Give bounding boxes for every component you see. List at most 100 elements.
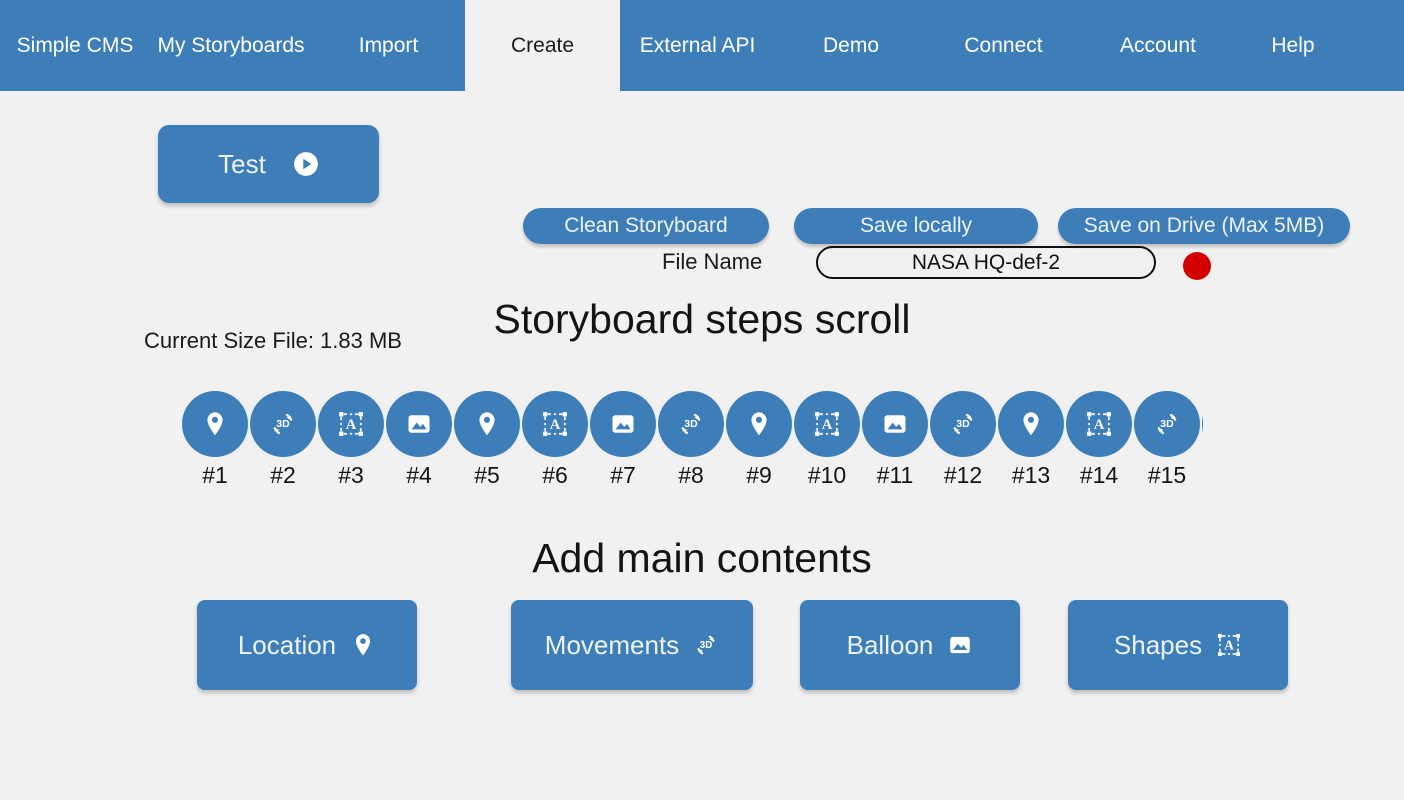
svg-text:A: A — [550, 417, 561, 433]
nav-item-connect[interactable]: Connect — [927, 0, 1080, 91]
shapes-frame-icon: A — [813, 410, 841, 438]
nav-filler — [1350, 0, 1404, 91]
test-button[interactable]: Test — [158, 125, 379, 203]
storyboard-step[interactable]: 3D#2 — [249, 391, 317, 489]
record-dot-indicator[interactable] — [1183, 252, 1211, 280]
nav-item-label: Create — [510, 33, 575, 57]
storyboard-step[interactable]: 3D #8 — [657, 391, 725, 489]
nav-item-demo[interactable]: Demo — [775, 0, 927, 91]
nav-item-label: Help — [1271, 33, 1315, 57]
nav-item-create[interactable]: Create — [465, 0, 620, 91]
image-icon — [609, 410, 637, 438]
nav-item-account[interactable]: Account — [1080, 0, 1236, 91]
step-circle[interactable] — [1202, 391, 1203, 457]
shapes-frame-icon: A — [1216, 632, 1242, 658]
current-size-file-text: Current Size File: 1.83 MB — [144, 328, 402, 353]
step-circle[interactable]: 3D — [930, 391, 996, 457]
clean-storyboard-button[interactable]: Clean Storyboard — [523, 208, 769, 244]
play-circle-icon — [293, 151, 319, 177]
add-location-button[interactable]: Location — [197, 600, 417, 690]
step-circle[interactable] — [386, 391, 452, 457]
storyboard-step[interactable]: #7 — [589, 391, 657, 489]
location-pin-icon — [1017, 410, 1045, 438]
shapes-frame-icon: A — [1085, 410, 1113, 438]
nav-item-import[interactable]: Import — [312, 0, 465, 91]
storyboard-step[interactable]: A #14 — [1065, 391, 1133, 489]
step-circle[interactable]: 3D — [1134, 391, 1200, 457]
storyboard-step[interactable]: A #6 — [521, 391, 589, 489]
file-name-label: File Name — [662, 249, 763, 274]
step-circle[interactable]: A — [794, 391, 860, 457]
file-name-input[interactable] — [816, 246, 1156, 279]
save-on-drive-button[interactable]: Save on Drive (Max 5MB) — [1058, 208, 1350, 244]
create-page-body: Test Current Size File: 1.83 MB File Nam… — [0, 91, 1404, 800]
shapes-frame-icon: A — [337, 410, 365, 438]
storyboard-step[interactable]: #9 — [725, 391, 793, 489]
step-label: #15 — [1147, 462, 1187, 488]
storyboard-step[interactable]: 3D#12 — [929, 391, 997, 489]
storyboard-step[interactable]: #16 — [1201, 391, 1203, 489]
svg-text:A: A — [1094, 417, 1105, 433]
save-locally-button[interactable]: Save locally — [794, 208, 1038, 244]
storyboard-step[interactable]: A #10 — [793, 391, 861, 489]
location-pin-icon — [473, 410, 501, 438]
nav-item-help[interactable]: Help — [1236, 0, 1350, 91]
add-shapes-label: Shapes — [1113, 629, 1203, 660]
step-label: #1 — [202, 462, 228, 488]
step-label: #6 — [542, 462, 568, 488]
step-circle[interactable] — [862, 391, 928, 457]
step-circle[interactable]: 3D — [250, 391, 316, 457]
step-circle[interactable] — [590, 391, 656, 457]
add-main-contents-heading: Add main contents — [532, 535, 872, 581]
svg-text:3D: 3D — [700, 640, 712, 651]
nav-item-label: Import — [358, 33, 419, 57]
nav-item-label: Account — [1120, 33, 1196, 57]
step-label: #8 — [678, 462, 704, 488]
step-circle[interactable]: A — [522, 391, 588, 457]
location-pin-icon — [201, 410, 229, 438]
step-circle[interactable] — [726, 391, 792, 457]
nav-item-label: Connect — [964, 33, 1043, 57]
step-label: #4 — [406, 462, 432, 488]
step-label: #10 — [807, 462, 847, 488]
step-label: #13 — [1011, 462, 1051, 488]
storyboard-steps-heading: Storyboard steps scroll — [493, 296, 911, 342]
rotate-3d-icon: 3D — [269, 410, 297, 438]
step-label: #11 — [876, 462, 914, 488]
add-balloon-button[interactable]: Balloon — [800, 600, 1020, 690]
nav-item-my-storyboards[interactable]: My Storyboards — [150, 0, 312, 91]
step-label: #14 — [1079, 462, 1119, 488]
shapes-frame-icon: A — [541, 410, 569, 438]
rotate-3d-icon: 3D — [677, 410, 705, 438]
storyboard-step[interactable]: #1 — [181, 391, 249, 489]
storyboard-step[interactable]: #13 — [997, 391, 1065, 489]
add-location-label: Location — [237, 629, 337, 660]
add-shapes-button[interactable]: Shapes A — [1068, 600, 1288, 690]
svg-text:A: A — [822, 417, 833, 433]
location-pin-icon — [350, 632, 376, 658]
location-pin-icon — [745, 410, 773, 438]
storyboard-step[interactable]: 3D#15 — [1133, 391, 1201, 489]
nav-item-label: Demo — [822, 33, 880, 57]
step-circle[interactable] — [182, 391, 248, 457]
add-movements-button[interactable]: Movements 3D — [511, 600, 753, 690]
svg-text:3D: 3D — [276, 418, 290, 430]
storyboard-step[interactable]: #4 — [385, 391, 453, 489]
image-icon — [947, 632, 973, 658]
storyboard-step[interactable]: #5 — [453, 391, 521, 489]
step-circle[interactable]: 3D — [658, 391, 724, 457]
storyboard-step[interactable]: #11 — [861, 391, 929, 489]
step-circle[interactable] — [454, 391, 520, 457]
step-circle[interactable]: A — [1066, 391, 1132, 457]
nav-item-simple-cms[interactable]: Simple CMS — [0, 0, 150, 91]
step-circle[interactable] — [998, 391, 1064, 457]
nav-item-external-api[interactable]: External API — [620, 0, 775, 91]
add-movements-label: Movements — [544, 629, 680, 660]
rotate-3d-icon: 3D — [949, 410, 977, 438]
svg-text:3D: 3D — [684, 418, 698, 430]
step-circle[interactable]: A — [318, 391, 384, 457]
storyboard-step[interactable]: A#3 — [317, 391, 385, 489]
svg-text:A: A — [1224, 638, 1234, 653]
